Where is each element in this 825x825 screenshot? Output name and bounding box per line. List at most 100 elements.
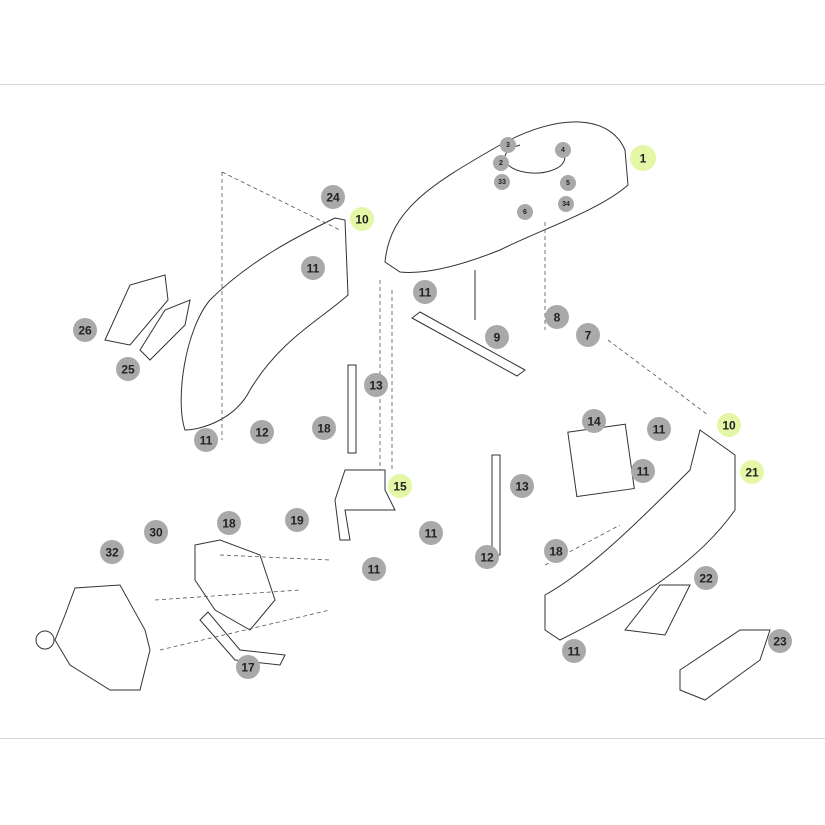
top-divider xyxy=(0,84,825,85)
callout-circle xyxy=(321,185,345,209)
bracket-15 xyxy=(334,469,396,541)
left-grille-26 xyxy=(104,274,169,346)
callout-label: 10 xyxy=(722,419,736,433)
callout-circle xyxy=(562,639,586,663)
callout-19: 19 xyxy=(285,508,309,532)
callout-11: 11 xyxy=(362,557,386,581)
callout-circle xyxy=(717,413,741,437)
callout-circle xyxy=(194,428,218,452)
callout-circle xyxy=(694,566,718,590)
hood-part xyxy=(384,121,629,273)
callout-3: 3 xyxy=(500,137,516,153)
callout-label: 11 xyxy=(307,262,320,276)
callout-circle xyxy=(647,417,671,441)
callout-11: 11 xyxy=(194,428,218,452)
callout-label: 15 xyxy=(393,480,407,494)
callout-33: 33 xyxy=(494,174,510,190)
callout-21: 21 xyxy=(740,460,764,484)
callout-circle xyxy=(312,416,336,440)
callout-circle xyxy=(364,373,388,397)
callout-circle xyxy=(236,655,260,679)
callout-24: 24 xyxy=(321,185,345,209)
part-outlines xyxy=(35,121,771,701)
callout-label: 30 xyxy=(149,526,163,540)
callout-25: 25 xyxy=(116,357,140,381)
callout-label: 1 xyxy=(640,152,647,166)
callout-circle xyxy=(485,325,509,349)
callout-label: 11 xyxy=(200,434,213,448)
left-mesh-25 xyxy=(139,299,191,361)
callout-18: 18 xyxy=(544,539,568,563)
callout-label: 34 xyxy=(562,201,570,208)
callout-11: 11 xyxy=(562,639,586,663)
callout-circle xyxy=(301,256,325,280)
bar-13-right xyxy=(491,454,501,556)
callout-circle xyxy=(73,318,97,342)
callout-circle xyxy=(555,142,571,158)
callout-label: 22 xyxy=(699,572,713,586)
callout-label: 4 xyxy=(561,147,565,154)
callout-label: 17 xyxy=(241,661,255,675)
callout-label: 11 xyxy=(568,645,581,659)
callout-label: 6 xyxy=(523,209,527,216)
callout-label: 7 xyxy=(585,329,592,343)
callout-circle xyxy=(493,155,509,171)
callout-7: 7 xyxy=(576,323,600,347)
callout-circle xyxy=(582,409,606,433)
callout-18: 18 xyxy=(217,511,241,535)
callout-circle xyxy=(500,137,516,153)
trim-17 xyxy=(199,611,286,666)
callout-11: 11 xyxy=(419,521,443,545)
callout-10: 10 xyxy=(350,207,374,231)
lower-panel-19 xyxy=(194,539,276,631)
callout-circle xyxy=(144,520,168,544)
callout-label: 18 xyxy=(549,545,563,559)
callout-13: 13 xyxy=(364,373,388,397)
callout-circle xyxy=(413,280,437,304)
callout-label: 9 xyxy=(494,331,501,345)
callout-label: 8 xyxy=(554,311,561,325)
callout-26: 26 xyxy=(73,318,97,342)
callout-label: 11 xyxy=(637,465,650,479)
callout-circle xyxy=(475,545,499,569)
callout-circle xyxy=(631,459,655,483)
callout-circle xyxy=(350,207,374,231)
callout-label: 11 xyxy=(419,286,432,300)
callout-label: 3 xyxy=(506,142,510,149)
callout-circle xyxy=(740,460,764,484)
callout-label: 13 xyxy=(515,480,529,494)
callout-label: 11 xyxy=(653,423,666,437)
callout-11: 11 xyxy=(301,256,325,280)
callout-11: 11 xyxy=(413,280,437,304)
callout-label: 5 xyxy=(566,180,570,187)
callout-12: 12 xyxy=(250,420,274,444)
bottom-divider xyxy=(0,738,825,739)
callout-circle xyxy=(100,540,124,564)
callout-circle xyxy=(510,474,534,498)
left-side-panel xyxy=(180,217,349,431)
callout-circle xyxy=(544,539,568,563)
callout-label: 19 xyxy=(290,514,304,528)
callout-5: 5 xyxy=(560,175,576,191)
callout-2: 2 xyxy=(493,155,509,171)
bar-13-left xyxy=(347,364,357,454)
right-grille-23 xyxy=(679,629,771,701)
callout-circle xyxy=(217,511,241,535)
callout-17: 17 xyxy=(236,655,260,679)
callout-label: 21 xyxy=(745,466,759,480)
right-side-panel xyxy=(544,429,736,641)
callout-circle xyxy=(560,175,576,191)
callout-label: 24 xyxy=(326,191,340,205)
callout-label: 32 xyxy=(105,546,119,560)
callout-circle xyxy=(630,145,656,171)
callout-22: 22 xyxy=(694,566,718,590)
callout-10: 10 xyxy=(717,413,741,437)
callout-circle xyxy=(116,357,140,381)
front-grille-32 xyxy=(54,584,151,691)
callout-label: 12 xyxy=(255,426,269,440)
callout-6: 6 xyxy=(517,204,533,220)
emblem xyxy=(35,630,55,650)
callout-circle xyxy=(517,204,533,220)
callout-label: 25 xyxy=(121,363,135,377)
callout-label: 33 xyxy=(498,179,506,186)
